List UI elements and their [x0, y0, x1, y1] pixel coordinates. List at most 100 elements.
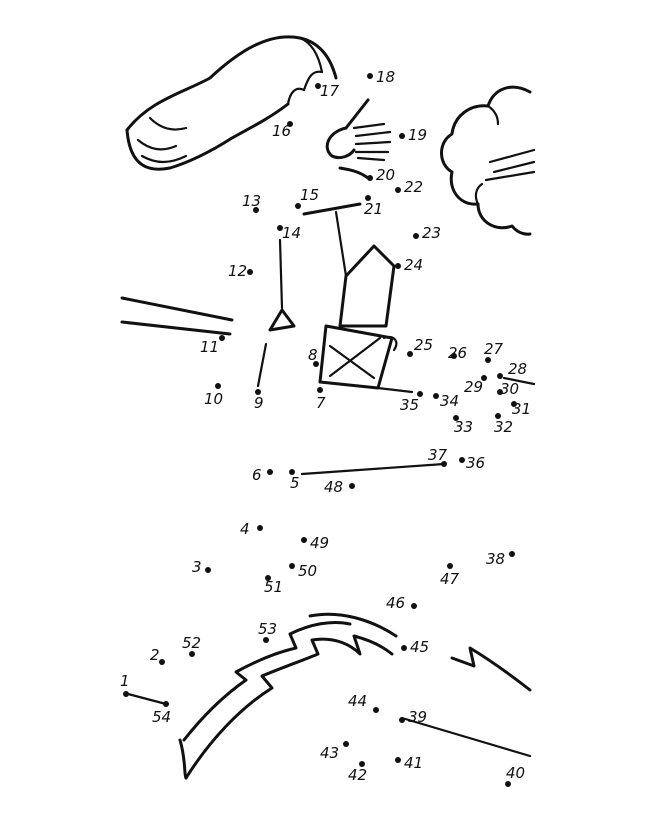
- dot-number: 48: [324, 478, 343, 496]
- dot-marker: [365, 195, 371, 201]
- dot-marker: [373, 707, 379, 713]
- dot-52: 52: [182, 634, 201, 657]
- dot-22: 22: [395, 178, 423, 196]
- dot-number: 3: [192, 558, 202, 576]
- dot-40: 40: [505, 764, 525, 787]
- dot-number: 7: [316, 394, 326, 412]
- dot-marker: [505, 781, 511, 787]
- dot-21: 21: [364, 195, 383, 218]
- dot-marker: [301, 537, 307, 543]
- dot-38: 38: [486, 550, 515, 568]
- plume-drawing: [125, 35, 338, 171]
- dot-3: 3: [192, 558, 211, 576]
- dot-number: 1: [120, 672, 130, 690]
- dot-45: 45: [401, 638, 429, 656]
- dot-marker: [255, 389, 261, 395]
- dot-marker: [277, 225, 283, 231]
- dot-11: 11: [200, 335, 225, 356]
- dot-marker: [265, 575, 271, 581]
- dot-36: 36: [459, 454, 485, 472]
- dot-marker: [399, 717, 405, 723]
- dot-marker: [413, 233, 419, 239]
- dot-marker: [313, 361, 319, 367]
- dot-marker: [247, 269, 253, 275]
- dot-number: 27: [484, 340, 504, 358]
- dot-number: 49: [310, 534, 329, 552]
- dot-33: 33: [453, 415, 473, 436]
- dot-number: 33: [454, 418, 473, 436]
- dot-44: 44: [348, 692, 379, 713]
- dot-number: 19: [408, 126, 427, 144]
- dot-marker: [395, 263, 401, 269]
- dot-20: 20: [367, 166, 395, 184]
- dot-19: 19: [399, 126, 427, 144]
- dot-number: 44: [348, 692, 367, 710]
- dot-marker: [453, 415, 459, 421]
- dot-marker: [267, 469, 273, 475]
- dot-number: 16: [272, 122, 291, 140]
- dot-46: 46: [386, 594, 417, 612]
- dot-39: 39: [399, 708, 427, 726]
- dot-number: 31: [512, 400, 531, 418]
- dot-number: 52: [182, 634, 201, 652]
- dot-number: 30: [500, 380, 519, 398]
- dot-marker: [411, 603, 417, 609]
- dot-26: 26: [448, 344, 467, 362]
- dot-number: 11: [200, 338, 219, 356]
- dot-number: 36: [466, 454, 485, 472]
- dot-number: 4: [240, 520, 250, 538]
- dot-number: 20: [376, 166, 395, 184]
- dot-marker: [205, 567, 211, 573]
- dot-marker: [189, 651, 195, 657]
- hand-drawing: [325, 98, 392, 180]
- stroke-marks: [126, 376, 536, 706]
- dot-marker: [433, 393, 439, 399]
- dot-marker: [497, 389, 503, 395]
- dot-marker: [459, 457, 465, 463]
- dot-number: 39: [408, 708, 427, 726]
- dot-28: 28: [497, 360, 527, 379]
- dot-number: 47: [440, 570, 460, 588]
- dot-number: 2: [150, 646, 160, 664]
- dot-number: 34: [440, 392, 459, 410]
- tube-drawing: [302, 202, 414, 394]
- dot-number: 40: [506, 764, 525, 782]
- dot-marker: [511, 401, 517, 407]
- dot-marker: [359, 761, 365, 767]
- dot-37: 37: [428, 446, 448, 467]
- dot-8: 8: [308, 346, 319, 367]
- dot-number: 5: [290, 474, 300, 492]
- dot-25: 25: [407, 336, 433, 357]
- dot-marker: [289, 469, 295, 475]
- dot-number: 22: [404, 178, 423, 196]
- dot-number: 8: [308, 346, 318, 364]
- dot-number: 15: [300, 186, 319, 204]
- dot-marker: [295, 203, 301, 209]
- dot-marker: [317, 387, 323, 393]
- dot-15: 15: [295, 186, 319, 209]
- leaves-drawing: [178, 612, 532, 780]
- dots-layer: 1234567891011121314151617181920212223242…: [120, 68, 531, 787]
- dot-marker: [401, 645, 407, 651]
- dot-marker: [263, 637, 269, 643]
- dot-54: 54: [152, 701, 171, 726]
- dot-marker: [395, 757, 401, 763]
- dot-2: 2: [150, 646, 165, 665]
- dot-16: 16: [272, 121, 293, 140]
- dot-marker: [343, 741, 349, 747]
- dot-marker: [399, 133, 405, 139]
- dot-marker: [509, 551, 515, 557]
- dot-number: 17: [320, 82, 340, 100]
- dot-35: 35: [400, 391, 423, 414]
- dot-18: 18: [367, 68, 395, 86]
- dot-marker: [349, 483, 355, 489]
- dot-47: 47: [440, 563, 460, 588]
- dot-marker: [123, 691, 129, 697]
- dot-marker: [159, 659, 165, 665]
- dot-number: 46: [386, 594, 405, 612]
- dot-30: 30: [497, 380, 519, 398]
- dot-9: 9: [254, 389, 264, 412]
- dot-number: 24: [404, 256, 423, 274]
- dot-number: 28: [508, 360, 527, 378]
